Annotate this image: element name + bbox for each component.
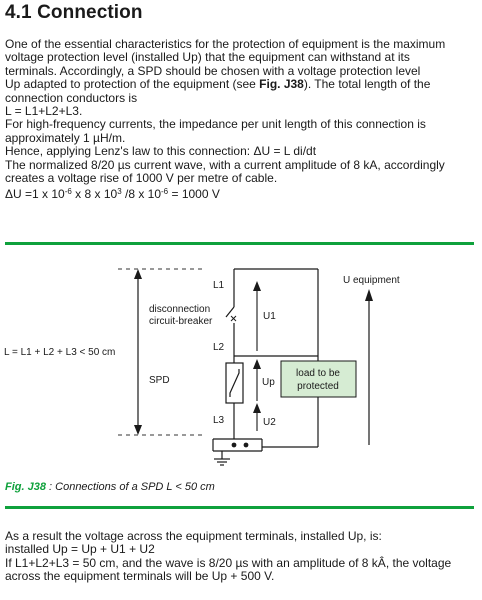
intro-line: Up adapted to protection of the equipmen… (5, 78, 479, 91)
result-line: installed Up = Up + U1 + U2 (5, 542, 155, 557)
l1-label: L1 (213, 280, 225, 291)
intro-text: Up adapted to protection of the equipmen… (5, 77, 260, 92)
section-divider (5, 242, 474, 245)
length-arrow-head-up (134, 269, 142, 279)
intro-line: One of the essential characteristics for… (5, 37, 446, 51)
figure-caption-text: : Connections of a SPD L < 50 cm (45, 481, 215, 493)
formula-exponent: 3 (117, 187, 122, 197)
formula-part: /8 x 10 (121, 187, 162, 202)
intro-line: approximately 1 µH/m. (5, 130, 126, 145)
result-line: As a result the voltage across the equip… (5, 529, 382, 543)
formula-line: ΔU =1 x 10-6 x 8 x 103 /8 x 10-6 = 1000 … (5, 185, 479, 201)
breaker-top-contact (225, 306, 235, 318)
intro-line: connection conductors is (5, 90, 138, 105)
intro-paragraph: One of the essential characteristics for… (5, 37, 479, 202)
load-label-line1: load to be (296, 368, 340, 379)
up-label: Up (262, 377, 275, 388)
intro-line: terminals. Accordingly, a SPD should be … (5, 63, 421, 78)
intro-line: voltage protection level (installed Up) … (5, 50, 410, 65)
spd-label: SPD (149, 375, 170, 386)
figure-reference: Fig. J38 (259, 77, 304, 92)
u2-label: U2 (263, 417, 276, 428)
section-heading: 4.1 Connection (5, 2, 143, 23)
u-equipment-label: U equipment (343, 275, 400, 286)
spd-connection-diagram: L = L1 + L2 + L3 < 50 cm L1 disconnectio… (4, 268, 400, 466)
l2-label: L2 (213, 342, 225, 353)
result-paragraph: As a result the voltage across the equip… (5, 529, 479, 584)
result-line: across the equipment terminals will be U… (5, 569, 275, 584)
length-label: L = L1 + L2 + L3 < 50 cm (4, 347, 115, 358)
l3-label: L3 (213, 415, 225, 426)
intro-line: L = L1+L2+L3. (5, 104, 83, 119)
intro-line: creates a voltage rise of 1000 V per met… (5, 171, 278, 186)
figure-caption: Fig. J38 : Connections of a SPD L < 50 c… (5, 481, 215, 493)
formula-part: = 1000 V (168, 187, 220, 202)
breaker-cross (230, 315, 237, 322)
u1-label: U1 (263, 311, 276, 322)
breaker-label-line2: circuit-breaker (149, 316, 213, 327)
u1-arrow-head (253, 281, 261, 291)
formula-exponent: -6 (64, 187, 72, 197)
formula-part: ΔU =1 x 10 (5, 187, 65, 202)
intro-line: The normalized 8/20 µs current wave, wit… (5, 157, 445, 172)
figure-number: Fig. J38 (5, 481, 46, 493)
earth-terminal (243, 442, 249, 448)
section-divider (5, 506, 474, 509)
length-arrow-head-down (134, 425, 142, 435)
load-box (280, 360, 357, 398)
up-arrow-head (253, 359, 261, 369)
result-line: If L1+L2+L3 = 50 cm, and the wave is 8/2… (5, 555, 452, 570)
spd-varistor-line (229, 369, 240, 397)
intro-line: For high-frequency currents, the impedan… (5, 117, 426, 132)
formula-exponent: -6 (161, 187, 169, 197)
load-label-line2: protected (297, 381, 339, 392)
earth-terminal (231, 442, 237, 448)
formula-part: x 8 x 10 (71, 187, 118, 202)
u-equipment-arrow-head (365, 289, 373, 301)
intro-line: Hence, applying Lenz's law to this conne… (5, 144, 317, 159)
u2-arrow-head (253, 403, 261, 413)
breaker-label-line1: disconnection (149, 304, 210, 315)
intro-text: ). The total length of the (303, 77, 431, 92)
